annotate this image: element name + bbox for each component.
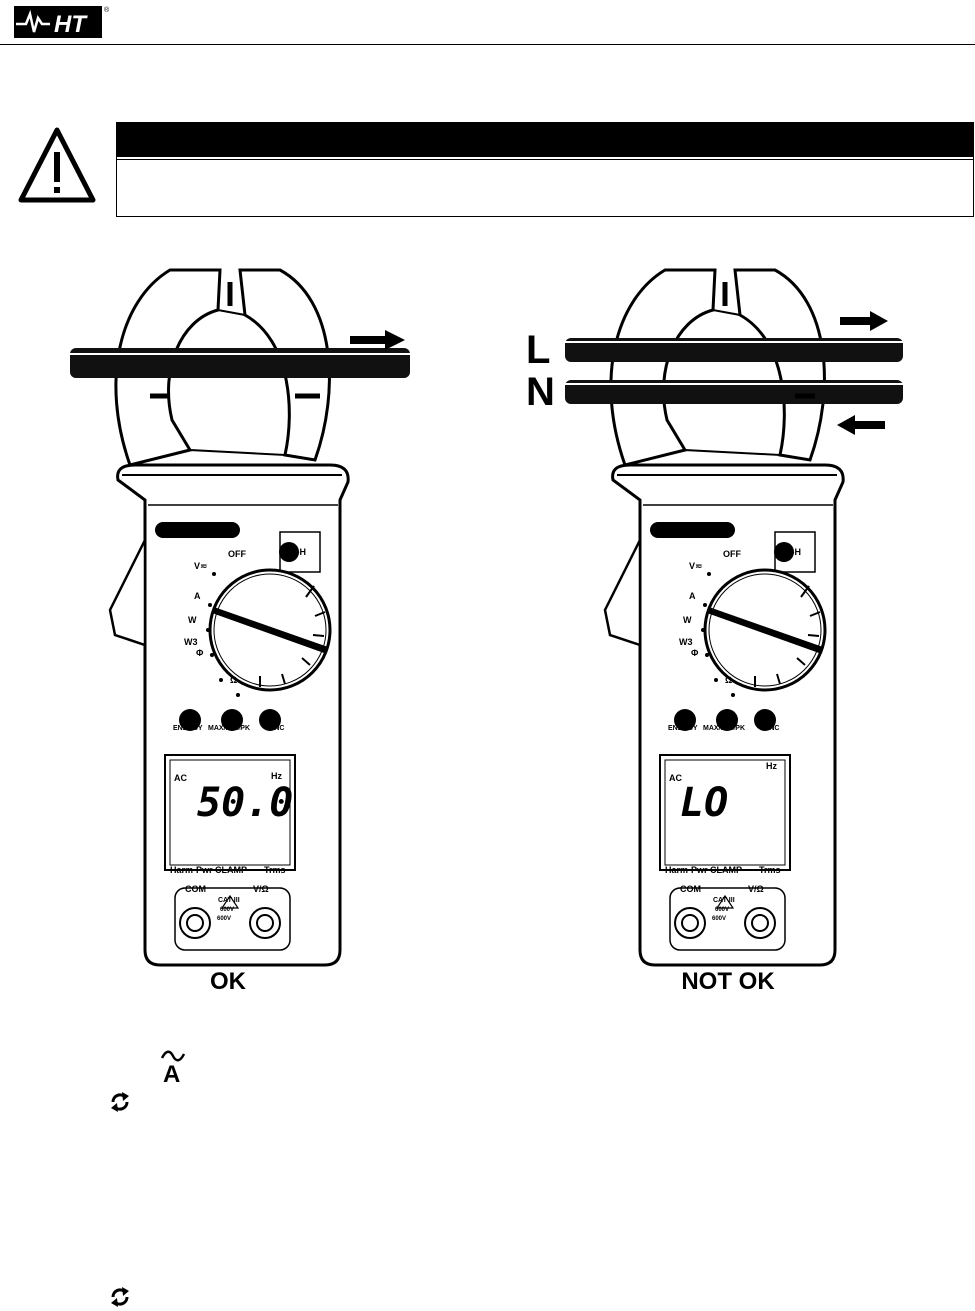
right-display-hz: Hz [766, 761, 777, 771]
left-footer-brand: Harm-Pwr CLAMP [170, 865, 248, 875]
wire-n-conductor [565, 380, 903, 404]
right-footer-trms: Trms [759, 865, 781, 875]
logo-text: HT [54, 11, 88, 38]
left-dial-phi: Φ [196, 648, 204, 658]
left-button-maxmin-label: MAX/MIN/PK [208, 725, 250, 732]
left-display-ac: AC [174, 773, 187, 783]
right-dial-phi: Φ [691, 648, 699, 658]
right-display-value: LO [680, 780, 729, 826]
left-dial-ohm: Ω [230, 675, 238, 685]
right-dial-w3: W3 [679, 637, 693, 647]
warning-box [116, 122, 974, 217]
svg-text:®: ® [104, 6, 110, 14]
clamp-figure: HT4020 D-H OFF V≂ A W W3 Φ Ω ENERGY MAX/… [0, 250, 975, 1010]
left-button-func-label: FUNC [265, 725, 285, 732]
right-arrow-right-icon [840, 311, 888, 331]
wire-l-conductor [565, 338, 903, 362]
left-dial-off: OFF [228, 549, 246, 559]
wire-l-label: L [526, 328, 551, 372]
rotate-arrows-icon [111, 1287, 129, 1307]
left-light-label: D-H [290, 547, 306, 557]
left-rating-1: 600V [220, 907, 235, 913]
warning-triangle-icon [18, 127, 96, 203]
caption-ok: OK [210, 968, 246, 995]
right-rating-2: 600V [712, 916, 727, 922]
warning-title-bar [117, 123, 973, 157]
caption-not-ok: NOT OK [681, 968, 775, 995]
left-terminal-vohm: V/Ω [253, 884, 269, 894]
right-dial-w: W [683, 615, 692, 625]
right-terminal-vohm: V/Ω [748, 884, 764, 894]
right-dial-off: OFF [723, 549, 741, 559]
left-rating-2: 600V [217, 916, 232, 922]
right-model-label: HT4020 [689, 511, 729, 523]
rotate-arrows-icon [111, 1092, 129, 1112]
right-footer-brand: Harm-Pwr CLAMP [665, 865, 743, 875]
left-dial-w: W [188, 615, 197, 625]
left-display-hz: Hz [271, 771, 282, 781]
right-button-energy-label: ENERGY [668, 725, 698, 732]
left-arrow-right-icon [350, 330, 405, 350]
right-display-ac: AC [669, 773, 682, 783]
left-display-value: 50.0 [197, 780, 294, 826]
left-model-label: HT4020 [194, 511, 234, 523]
right-button-func-label: FUNC [760, 725, 780, 732]
left-dial-w3: W3 [184, 637, 198, 647]
left-wire [70, 348, 410, 378]
right-cat-label: CAT III [713, 897, 735, 904]
right-dial-ohm: Ω [725, 675, 733, 685]
right-light-label: D-H [785, 547, 801, 557]
left-button-energy-label: ENERGY [173, 725, 203, 732]
right-meter [605, 270, 843, 965]
right-dial-v: V≂ [689, 561, 703, 571]
left-dial-v: V≂ [194, 561, 208, 571]
header-rule [0, 44, 975, 45]
left-footer-trms: Trms [264, 865, 286, 875]
right-dial-a: A [689, 591, 696, 601]
a-symbol-letter: A [163, 1061, 181, 1088]
right-button-maxmin-label: MAX/MIN/PK [703, 725, 745, 732]
right-rating-1: 600V [715, 907, 730, 913]
right-arrow-left-icon [837, 415, 885, 435]
wire-n-label: N [526, 370, 555, 414]
a-tilde-symbol: A [160, 1048, 186, 1088]
left-terminal-com: COM [185, 884, 206, 894]
clamp-illustration [70, 250, 903, 1010]
ht-logo: HT ® [14, 6, 110, 38]
left-cat-label: CAT III [218, 897, 240, 904]
warning-separator [117, 159, 973, 160]
left-dial-a: A [194, 591, 201, 601]
right-terminal-com: COM [680, 884, 701, 894]
tilde-icon [160, 1050, 186, 1062]
